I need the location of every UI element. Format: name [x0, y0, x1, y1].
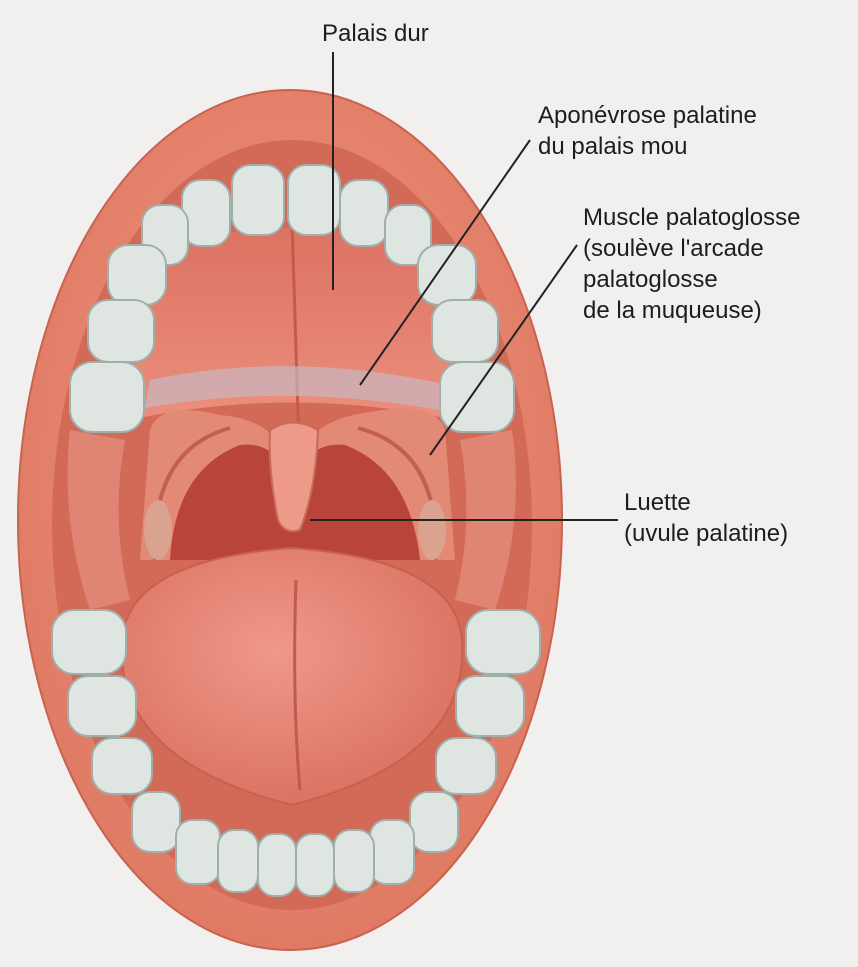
label-palatoglossus-muscle: Muscle palatoglosse (soulève l'arcade pa…: [583, 202, 800, 326]
label-line: (uvule palatine): [624, 518, 788, 549]
left-tonsil: [144, 500, 172, 560]
label-line: Palais dur: [322, 18, 429, 49]
label-line: Luette: [624, 487, 788, 518]
label-uvula: Luette (uvule palatine): [624, 487, 788, 549]
label-palatine-aponeurosis: Aponévrose palatine du palais mou: [538, 100, 757, 162]
label-line: (soulève l'arcade: [583, 233, 800, 264]
right-tonsil: [418, 500, 446, 560]
label-line: Muscle palatoglosse: [583, 202, 800, 233]
label-line: du palais mou: [538, 131, 757, 162]
label-line: Aponévrose palatine: [538, 100, 757, 131]
label-line: palatoglosse: [583, 264, 800, 295]
label-line: de la muqueuse): [583, 295, 800, 326]
label-hard-palate: Palais dur: [322, 18, 429, 49]
